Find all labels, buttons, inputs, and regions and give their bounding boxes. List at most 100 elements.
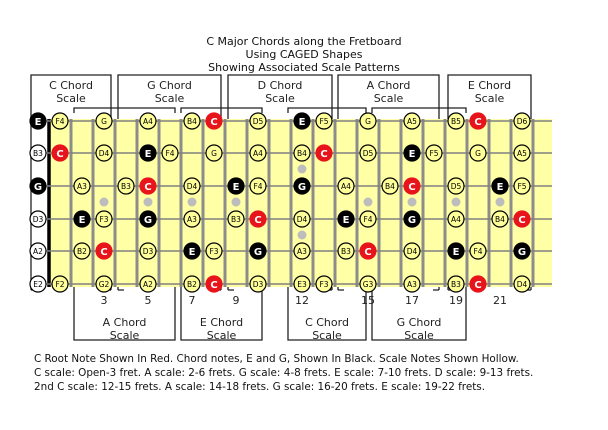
note-label: C bbox=[320, 149, 327, 160]
note-scale: D5 bbox=[249, 112, 267, 130]
note-label: C bbox=[408, 182, 415, 193]
note-chord: G bbox=[139, 210, 157, 228]
note-chord: E bbox=[139, 144, 157, 162]
note-open: B3 bbox=[29, 144, 47, 162]
top-box-label: A Chord bbox=[367, 79, 411, 92]
note-label: A4 bbox=[341, 182, 351, 191]
note-scale: B4 bbox=[491, 210, 509, 228]
note-label: E bbox=[35, 117, 42, 128]
note-label: G bbox=[408, 215, 416, 226]
note-label: D4 bbox=[517, 280, 528, 289]
fret-number: 21 bbox=[493, 294, 507, 307]
note-label: F2 bbox=[55, 280, 64, 289]
note-label: A5 bbox=[517, 149, 527, 158]
note-circle bbox=[95, 210, 113, 228]
note-circle bbox=[227, 210, 245, 228]
note-label: E bbox=[453, 247, 460, 258]
note-label: G bbox=[34, 182, 42, 193]
note-circle bbox=[183, 275, 201, 293]
note-scale: F2 bbox=[51, 275, 69, 293]
note-scale: F3 bbox=[205, 242, 223, 260]
note-circle bbox=[249, 275, 267, 293]
note-scale: A5 bbox=[403, 112, 421, 130]
note-root: C bbox=[51, 144, 69, 162]
note-scale: A4 bbox=[249, 144, 267, 162]
note-scale: A4 bbox=[447, 210, 465, 228]
note-label: A2 bbox=[143, 280, 153, 289]
note-circle bbox=[139, 275, 157, 293]
note-label: B2 bbox=[77, 247, 87, 256]
note-label: B4 bbox=[187, 117, 197, 126]
note-label: G3 bbox=[363, 280, 374, 289]
note-circle bbox=[447, 275, 465, 293]
note-circle bbox=[29, 144, 47, 162]
note-label: C bbox=[518, 215, 525, 226]
note-circle bbox=[425, 144, 443, 162]
top-box-label: D Chord bbox=[258, 79, 303, 92]
title-line-1: C Major Chords along the Fretboard bbox=[206, 35, 402, 48]
note-label: C bbox=[100, 247, 107, 258]
top-box-label: Scale bbox=[475, 92, 505, 105]
note-circle bbox=[403, 210, 421, 228]
note-open: A2 bbox=[29, 242, 47, 260]
note-circle bbox=[51, 144, 69, 162]
bottom-bracket bbox=[287, 107, 367, 341]
note-scale: B3 bbox=[117, 177, 135, 195]
note-label: D6 bbox=[517, 117, 528, 126]
note-label: F4 bbox=[253, 182, 262, 191]
fret-number: 17 bbox=[405, 294, 419, 307]
note-scale: D6 bbox=[513, 112, 531, 130]
note-root: C bbox=[315, 144, 333, 162]
note-scale: D3 bbox=[139, 242, 157, 260]
fret-number: 7 bbox=[189, 294, 196, 307]
note-circle bbox=[227, 177, 245, 195]
inlay-dot bbox=[99, 197, 109, 207]
note-scale: B2 bbox=[73, 242, 91, 260]
title-line-3: Showing Associated Scale Patterns bbox=[208, 61, 400, 74]
note-circle bbox=[73, 210, 91, 228]
note-label: G bbox=[211, 149, 217, 158]
note-circle bbox=[249, 144, 267, 162]
note-scale: B3 bbox=[337, 242, 355, 260]
note-circle bbox=[183, 242, 201, 260]
note-circle bbox=[139, 242, 157, 260]
note-circle bbox=[381, 177, 399, 195]
top-box-label: Scale bbox=[265, 92, 295, 105]
note-root: C bbox=[205, 275, 223, 293]
note-label: E bbox=[189, 247, 196, 258]
note-label: C bbox=[210, 280, 217, 291]
note-scale: F3 bbox=[315, 275, 333, 293]
note-label: F5 bbox=[429, 149, 438, 158]
note-scale: D4 bbox=[293, 210, 311, 228]
inlay-dot bbox=[451, 197, 461, 207]
note-circle bbox=[469, 242, 487, 260]
note-label: B3 bbox=[341, 247, 351, 256]
note-circle bbox=[249, 177, 267, 195]
note-circle bbox=[139, 210, 157, 228]
note-label: C bbox=[254, 215, 261, 226]
note-label: G bbox=[365, 117, 371, 126]
note-scale: G2 bbox=[95, 275, 113, 293]
note-circle bbox=[205, 275, 223, 293]
note-root: C bbox=[513, 210, 531, 228]
note-circle bbox=[447, 210, 465, 228]
bottom-box-label: G Chord bbox=[397, 316, 442, 329]
note-scale: F4 bbox=[51, 112, 69, 130]
note-label: D4 bbox=[297, 215, 308, 224]
note-scale: G bbox=[359, 112, 377, 130]
note-label: D3 bbox=[33, 215, 44, 224]
bottom-bracket bbox=[73, 107, 176, 341]
note-circle bbox=[403, 275, 421, 293]
top-box-label: Scale bbox=[155, 92, 185, 105]
note-label: A4 bbox=[253, 149, 263, 158]
note-label: B4 bbox=[495, 215, 505, 224]
note-chord: E bbox=[29, 112, 47, 130]
bottom-box-label: Scale bbox=[404, 329, 434, 342]
note-scale: A2 bbox=[139, 275, 157, 293]
note-scale: D4 bbox=[513, 275, 531, 293]
note-label: G bbox=[298, 182, 306, 193]
note-circle bbox=[513, 275, 531, 293]
note-label: E bbox=[299, 117, 306, 128]
note-circle bbox=[403, 144, 421, 162]
note-circle bbox=[117, 177, 135, 195]
